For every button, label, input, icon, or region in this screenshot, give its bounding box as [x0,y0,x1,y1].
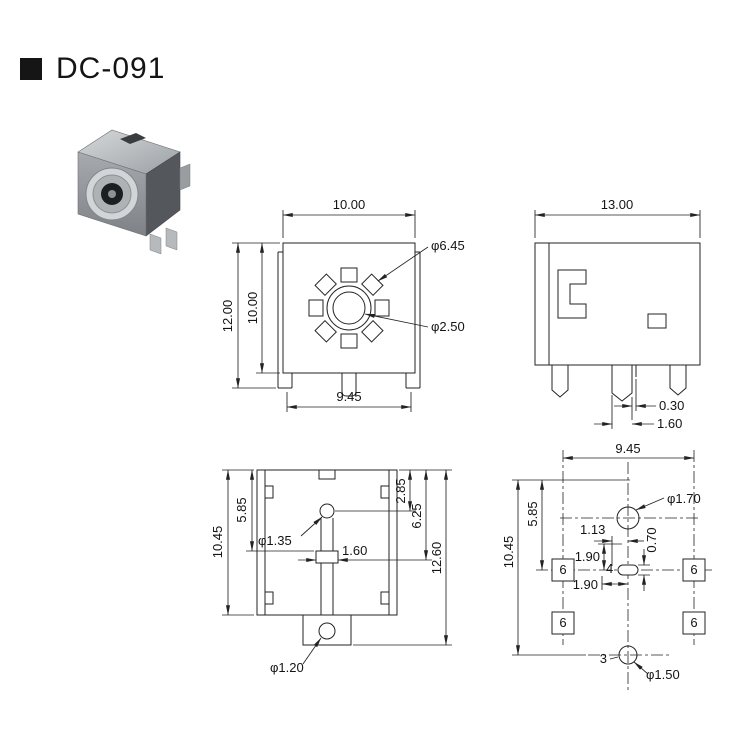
footprint-hole-bottom [618,645,638,665]
footprint-dim-190b: 1.90 [573,577,598,592]
front-body-outline [277,242,421,397]
photo-top-slot [120,133,146,144]
front-pin-hole-circle [332,291,366,325]
footprint-dim-width: 9.45 [615,441,640,456]
bottom-slot [315,550,339,564]
page-title: DC-091 [56,52,166,85]
front-extension-lines [232,210,416,412]
front-label-barrel-dia: φ6.45 [431,238,465,253]
page-title-row: DC-091 [20,52,165,86]
bottom-dim-inner: 5.85 [234,497,249,522]
footprint-leader-hole-bottom [633,661,649,675]
footprint-dim-slot-height: 0.70 [644,527,659,552]
footprint-pad-top-left [551,558,575,582]
title-bullet-square [20,58,42,80]
bottom-extension-lines [222,469,452,646]
side-pin-1 [551,364,569,398]
bottom-leader-hole-top [300,516,323,537]
footprint-dim-inner: 5.85 [525,501,540,526]
footprint-pad-number: 6 [690,615,697,630]
footprint-dim-190a: 1.90 [575,549,600,564]
footprint-label-hole-top: φ1.70 [667,491,701,506]
product-photo [77,129,191,255]
front-tab [314,273,337,296]
footprint-pad-bottom-right [682,611,706,635]
footprint-pad-number: 6 [559,562,566,577]
photo-pin-2 [165,227,178,251]
bottom-label-hole-top: φ1.35 [258,533,292,548]
side-dim-width: 13.00 [601,197,634,212]
front-leader-barrel [377,246,429,282]
footprint-view: 9.45 10.45 5.85 1.13 1.90 4 1.90 0.70 φ1… [501,441,712,692]
bottom-dim-slot-width: 1.60 [342,543,367,558]
side-extension-lines [534,210,701,429]
footprint-pad-number: 6 [559,615,566,630]
footprint-centerlines [536,450,712,692]
footprint-dim-113: 1.13 [580,522,605,537]
front-label-pin-dia: φ2.50 [431,319,465,334]
front-view: 10.00 12.00 10.00 9.45 φ6.45 φ2.50 [220,197,465,412]
side-body-outline [534,242,701,377]
footprint-pad-top-right [682,558,706,582]
bottom-label-hole-bottom: φ1.20 [270,660,304,675]
front-dim-bottom: 9.45 [336,389,361,404]
front-dim-width: 10.00 [333,197,366,212]
front-tab [340,267,358,283]
bottom-dim-outer: 10.45 [210,526,225,559]
footprint-dim-outer: 10.45 [501,536,516,569]
footprint-leader-hole-top [635,497,665,511]
side-pin-2 [611,364,633,402]
front-dim-height-inner: 10.00 [245,292,260,325]
bottom-hole-top [319,503,335,519]
photo-pin-1 [149,233,162,255]
front-leader-pin [364,313,429,328]
front-tab [361,320,384,343]
footprint-slot [617,564,639,576]
front-tab [340,333,358,349]
bottom-hole-bottom [318,622,336,640]
footprint-hole-top [616,506,640,530]
front-barrel-circle [326,285,372,331]
front-dim-height-outer: 12.00 [220,300,235,333]
front-tab [314,320,337,343]
front-spring-tabs [308,267,390,349]
bottom-dim-right-mid: 6.25 [409,503,424,528]
side-dim-step: 0.30 [659,398,684,413]
bottom-dim-right-top: 2.85 [393,478,408,503]
footprint-label-hole-bottom: φ1.50 [646,667,680,682]
front-tab [308,299,324,317]
bottom-dim-right-full: 12.60 [429,542,444,575]
side-dim-pin-width: 1.60 [657,416,682,431]
photo-center-pin [108,190,116,198]
front-tab [374,299,390,317]
footprint-pin-label-center: 4 [606,561,613,576]
front-tab [361,273,384,296]
footprint-pin-label-bottom: 3 [600,651,607,666]
photo-side-lug [179,163,191,191]
bottom-leader-hole-bottom [302,637,322,665]
side-view: 13.00 0.30 1.60 [534,197,701,431]
bottom-view: 10.45 5.85 φ1.35 1.60 2.85 6.25 12.60 φ1… [210,469,452,675]
side-pin-3 [669,364,687,396]
footprint-pad-number: 6 [690,562,697,577]
footprint-pad-bottom-left [551,611,575,635]
bottom-body-outline [256,469,398,646]
